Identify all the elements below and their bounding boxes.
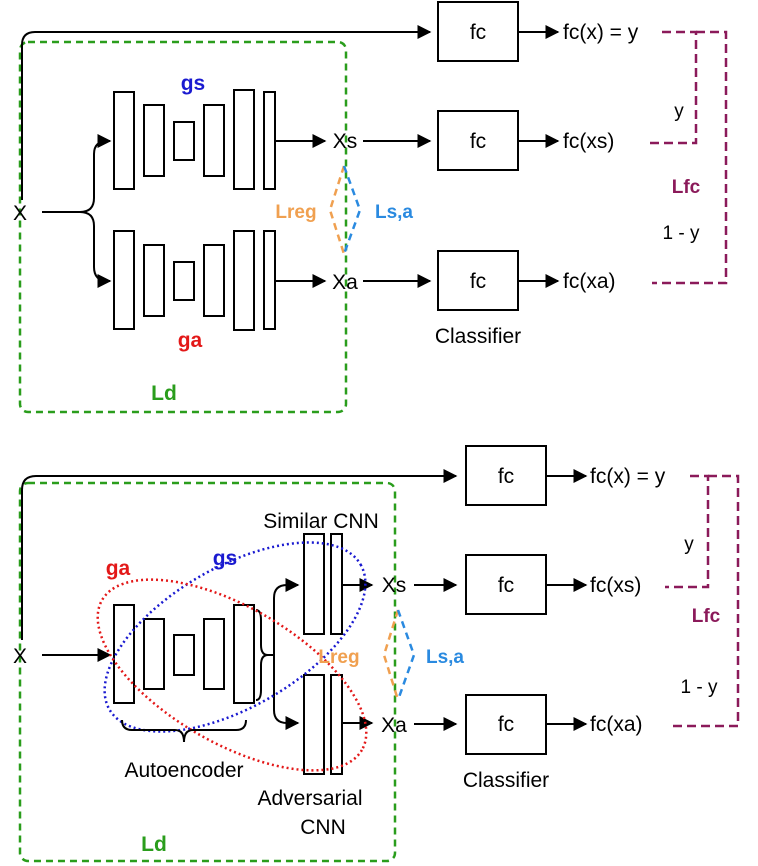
bottom-lreg-label: Lreg [318, 647, 359, 668]
bottom-ae-brace [255, 609, 269, 701]
top-fc2-label: fc [470, 130, 486, 153]
top-ld-label: Ld [151, 382, 177, 405]
top-fc1-label: fc [470, 21, 486, 44]
bottom-lsa-line [396, 609, 416, 701]
bottom-out1-label: fc(x) = y [590, 465, 666, 488]
bottom-y-label: y [684, 534, 694, 555]
top-ga-label: ga [178, 329, 203, 352]
bottom-out3-label: fc(xa) [590, 713, 643, 736]
bottom-ga-label: ga [106, 557, 131, 580]
bottom-similar-cnn [303, 533, 343, 635]
bottom-branch-lower [273, 655, 300, 730]
top-out3-label: fc(xa) [563, 270, 616, 293]
bottom-ae-under-brace [121, 719, 247, 743]
top-xs-label: Xs [333, 130, 358, 153]
bottom-out2-label: fc(xs) [590, 574, 641, 597]
bottom-lfc-label: Lfc [692, 606, 721, 627]
top-lfc-1my-path [652, 30, 728, 285]
top-lfc-label: Lfc [672, 177, 701, 198]
bottom-ld-region [18, 481, 397, 863]
top-ld-region [18, 40, 348, 414]
top-branch-upper [79, 134, 112, 213]
top-lfc-y-path [645, 30, 698, 145]
bottom-1my-label: 1 - y [681, 677, 718, 698]
bottom-fc2-label: fc [498, 574, 514, 597]
bottom-similar-cnn-label: Similar CNN [263, 510, 379, 533]
bottom-fc-box-2 [465, 554, 547, 615]
bottom-ld-label: Ld [141, 833, 167, 856]
top-input-label: X [13, 202, 27, 225]
top-diagram [18, 1, 728, 414]
bottom-branch-upper [273, 578, 300, 655]
bottom-fc-box-3 [465, 694, 547, 755]
bottom-gs-label: gs [213, 547, 238, 570]
top-lreg-label: Lreg [275, 202, 316, 223]
bottom-adversarial-label-1: Adversarial [257, 787, 362, 810]
top-classifier-label: Classifier [435, 325, 521, 348]
top-out2-label: fc(xs) [563, 130, 614, 153]
bottom-lsa-label: Ls,a [426, 647, 464, 668]
bottom-classifier-label: Classifier [463, 769, 549, 792]
top-xa-label: Xa [332, 271, 358, 294]
bottom-fc3-label: fc [498, 713, 514, 736]
top-ga-network [113, 230, 276, 331]
bottom-autoencoder [113, 604, 255, 704]
bottom-xs-label: Xs [382, 574, 407, 597]
top-fc3-label: fc [470, 270, 486, 293]
bottom-gs-ellipse [103, 541, 367, 733]
top-gs-network [113, 89, 276, 190]
bottom-lreg-line [382, 609, 400, 701]
bottom-fc-box-1 [465, 445, 547, 506]
bottom-adversarial-label-2: CNN [300, 816, 346, 839]
bottom-lfc-y-path [665, 474, 710, 589]
top-skip-arrow [21, 25, 432, 200]
top-lreg-line [328, 165, 346, 255]
top-y-label: y [674, 101, 684, 122]
top-branch-lower [79, 211, 112, 288]
bottom-fc1-label: fc [498, 465, 514, 488]
bottom-adversarial-cnn [303, 674, 343, 775]
top-lsa-label: Ls,a [375, 202, 413, 223]
bottom-ga-ellipse [96, 578, 368, 772]
bottom-diagram [18, 445, 740, 863]
bottom-input-label: X [13, 645, 27, 668]
top-gs-label: gs [181, 72, 206, 95]
bottom-lfc-1my-path [668, 474, 740, 728]
top-out1-label: fc(x) = y [563, 21, 639, 44]
bottom-xa-label: Xa [381, 714, 407, 737]
top-1my-label: 1 - y [663, 223, 700, 244]
bottom-autoencoder-label: Autoencoder [124, 759, 243, 782]
top-lsa-line [342, 165, 362, 255]
top-fc-box-1 [437, 1, 519, 62]
bottom-skip-arrow [21, 469, 458, 640]
top-fc-box-3 [437, 250, 519, 311]
